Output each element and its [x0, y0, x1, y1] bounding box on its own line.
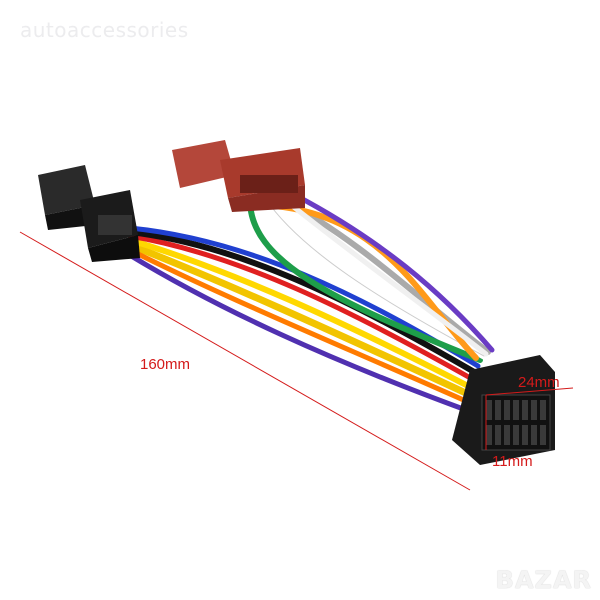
watermark-text: autoaccessories	[20, 18, 189, 42]
iso-connector-black	[38, 165, 140, 262]
length-label: 160mm	[140, 356, 191, 373]
bazar-logo-watermark: BAZAR	[495, 566, 592, 594]
length-dimension-line	[19, 231, 471, 491]
height-label: 11mm	[492, 453, 533, 470]
width-label: 24mm	[518, 374, 560, 391]
wires	[125, 192, 495, 413]
iso-connector-red	[172, 140, 305, 212]
16-pin-connector	[452, 355, 574, 465]
